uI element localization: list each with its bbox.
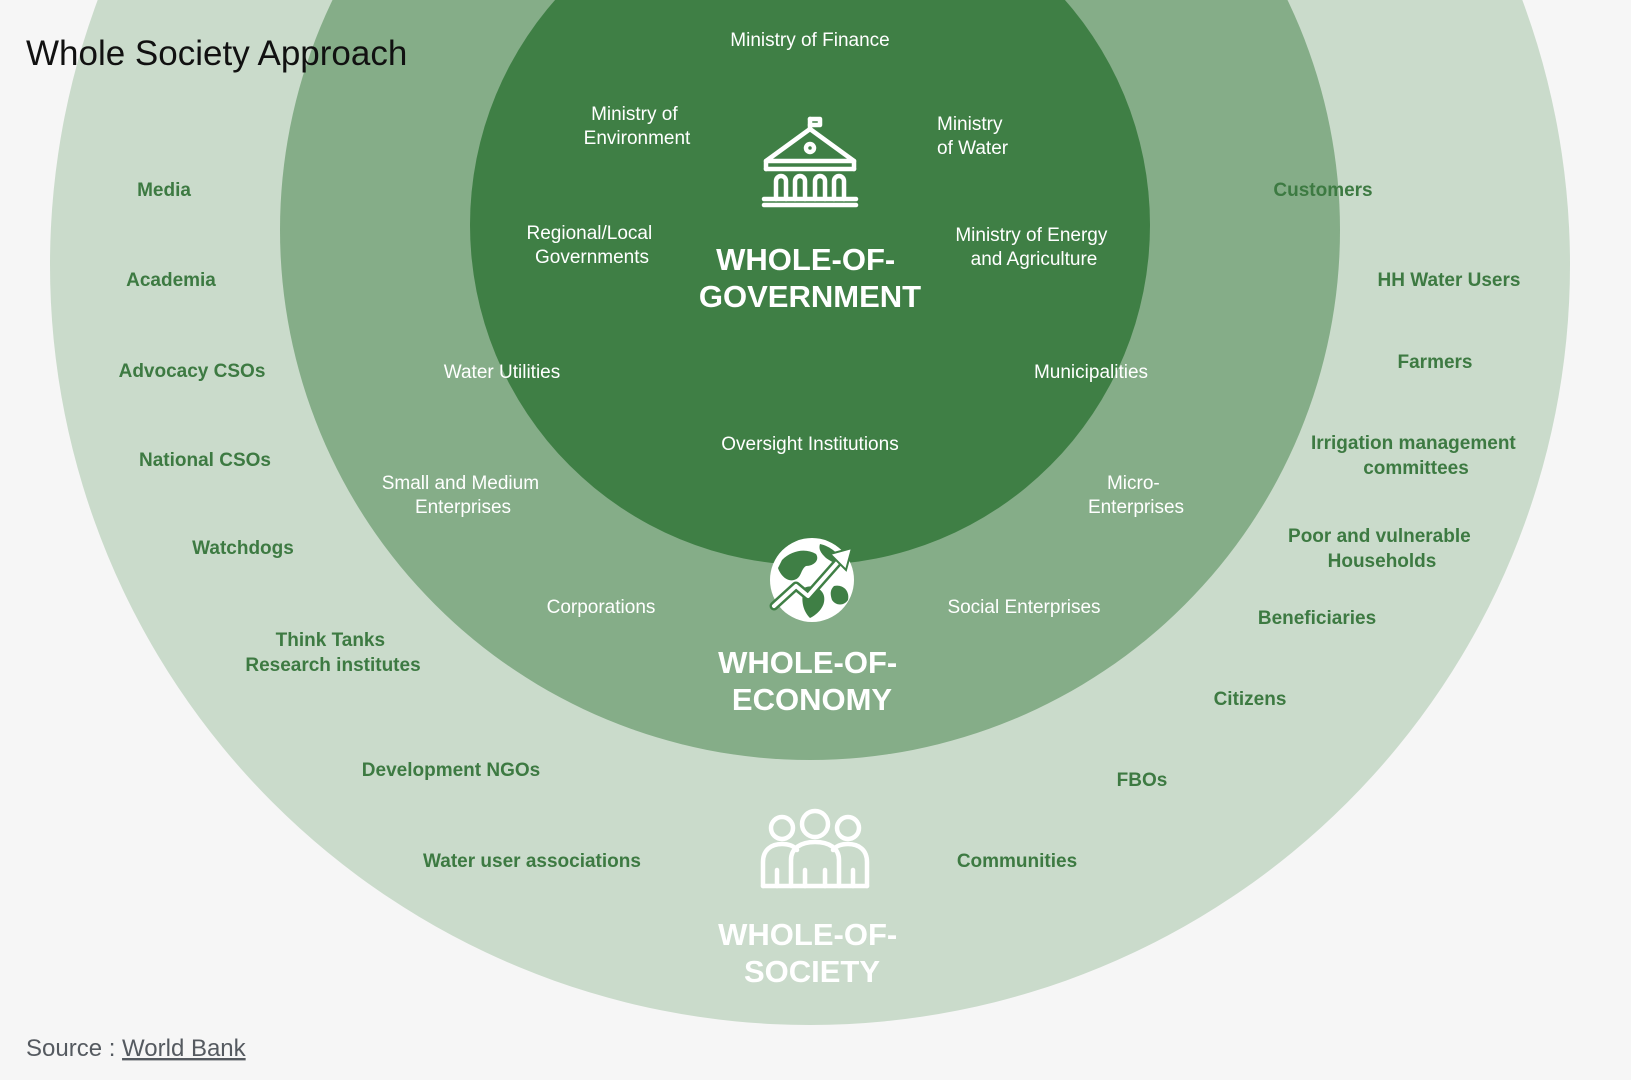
society-item-irrigation-management-committees: Irrigation management committees — [1311, 433, 1521, 479]
economy-item-micro-enterprises: Micro- Enterprises — [1088, 473, 1184, 518]
economy-heading-line1: WHOLE-OF- — [718, 645, 897, 680]
whole-of-society-heading: WHOLE-OF- SOCIETY — [718, 917, 906, 989]
society-item-beneficiaries: Beneficiaries — [1258, 608, 1376, 629]
economy-item-small-and-medium-enterprises: Small and Medium Enterprises — [382, 473, 545, 518]
economy-item-social-enterprises: Social Enterprises — [947, 597, 1100, 618]
society-item-hh-water-users: HH Water Users — [1378, 270, 1521, 291]
government-heading-line2: GOVERNMENT — [699, 279, 921, 314]
government-item-oversight-institutions: Oversight Institutions — [721, 434, 898, 455]
society-item-fbos: FBOs — [1117, 770, 1168, 791]
government-item-ministry-of-finance: Ministry of Finance — [730, 30, 889, 51]
society-item-national-csos: National CSOs — [139, 450, 271, 471]
government-item-ministry-of-energy-and-agriculture: Ministry of Energy and Agriculture — [955, 225, 1112, 270]
government-item-water-utilities: Water Utilities — [444, 362, 560, 383]
whole-of-government-circle — [470, 0, 1150, 565]
society-item-think-tanks-research-institutes: Think Tanks Research institutes — [245, 630, 420, 676]
economy-heading-line2: ECONOMY — [732, 682, 893, 717]
society-heading-line2: SOCIETY — [744, 954, 880, 989]
society-item-advocacy-csos: Advocacy CSOs — [119, 361, 266, 382]
government-item-regional-local-governments: Regional/Local Governments — [527, 223, 658, 268]
society-item-watchdogs: Watchdogs — [192, 538, 294, 559]
source-prefix: Source : — [26, 1035, 122, 1062]
society-item-poor-and-vulnerable-households: Poor and vulnerable Households — [1288, 526, 1476, 572]
government-heading-line1: WHOLE-OF- — [716, 242, 895, 277]
source-line: Source : World Bank — [26, 1035, 247, 1062]
society-item-media: Media — [137, 180, 191, 201]
society-item-development-ngos: Development NGOs — [362, 760, 540, 781]
society-item-farmers: Farmers — [1398, 352, 1473, 373]
government-item-ministry-of-water: Ministry of Water — [937, 114, 1009, 159]
globe-growth-icon — [769, 538, 854, 622]
government-building-icon — [761, 116, 859, 208]
source-link-world-bank[interactable]: World Bank — [122, 1035, 247, 1062]
economy-item-corporations: Corporations — [547, 597, 656, 618]
society-item-customers: Customers — [1273, 180, 1372, 201]
society-item-communities: Communities — [957, 851, 1077, 872]
government-item-municipalities: Municipalities — [1034, 362, 1148, 383]
society-item-water-user-associations: Water user associations — [423, 851, 641, 872]
whole-of-economy-heading: WHOLE-OF- ECONOMY — [718, 645, 906, 717]
society-item-academia: Academia — [126, 270, 216, 291]
people-group-icon — [760, 808, 870, 889]
whole-of-government-heading: WHOLE-OF- GOVERNMENT — [699, 242, 921, 314]
society-heading-line1: WHOLE-OF- — [718, 917, 897, 952]
government-item-ministry-of-environment: Ministry of Environment — [584, 104, 691, 149]
society-item-citizens: Citizens — [1214, 689, 1287, 710]
diagram-title: Whole Society Approach — [26, 34, 407, 73]
